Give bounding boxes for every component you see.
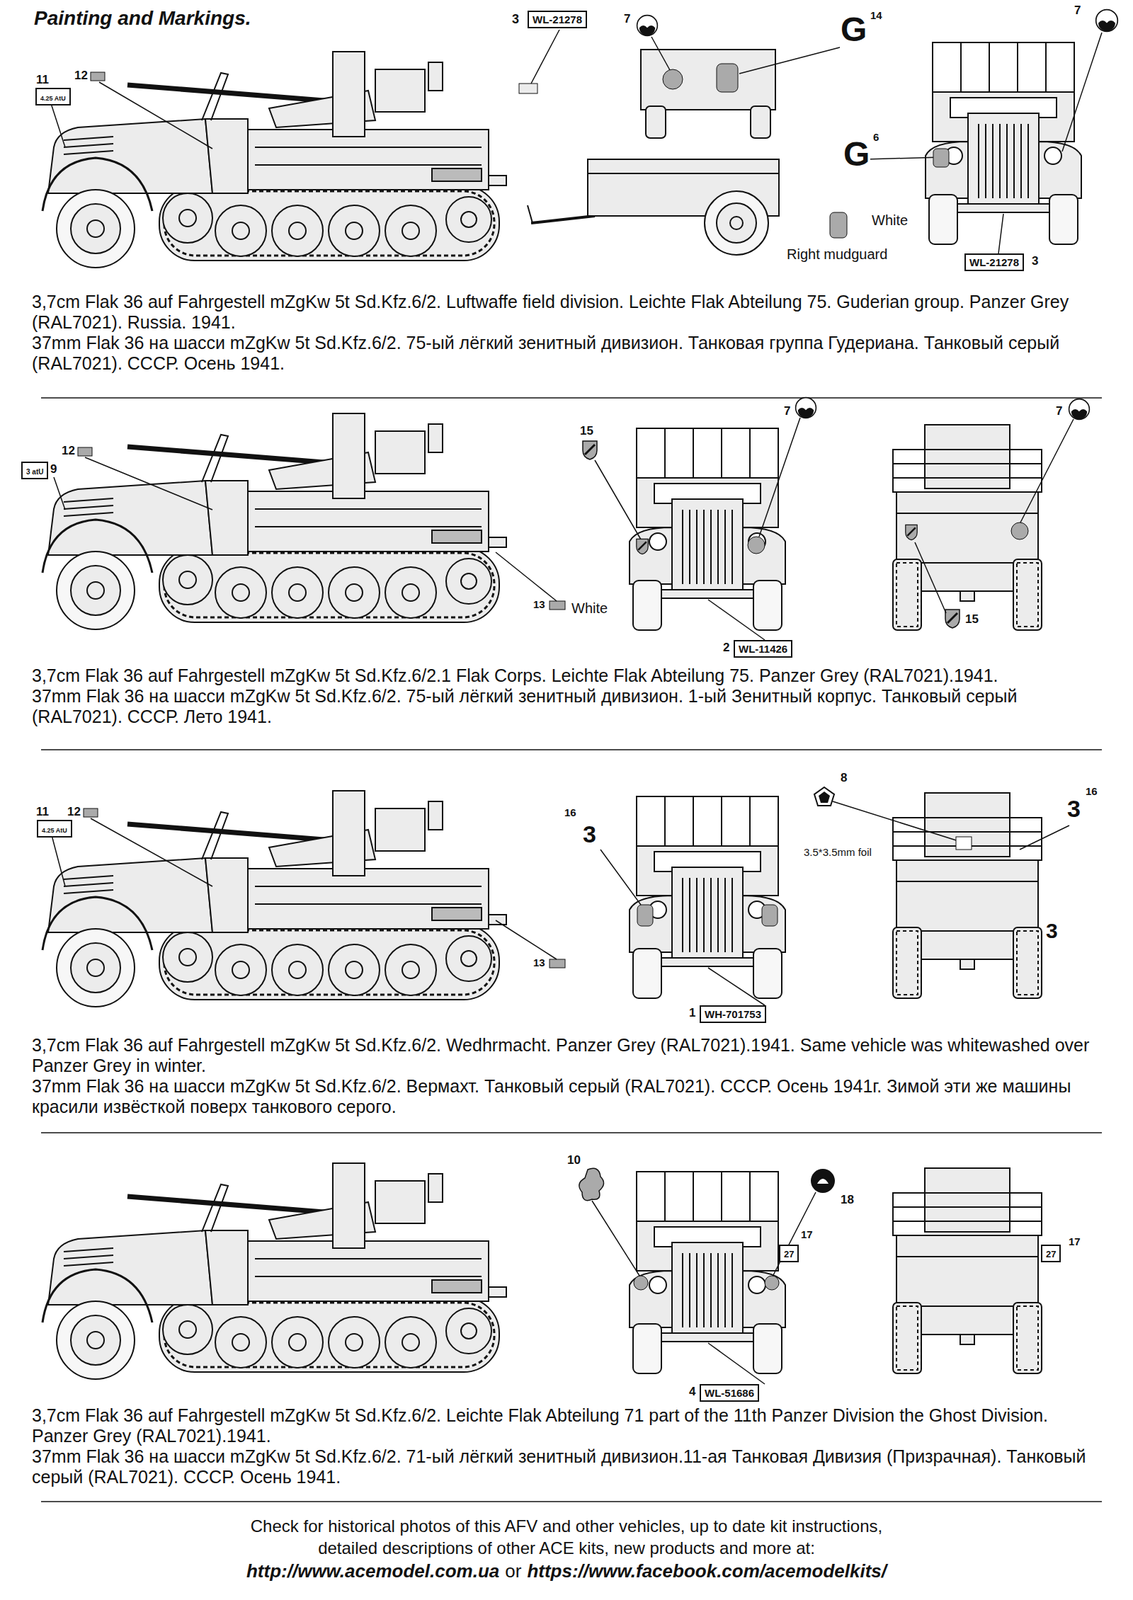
callout-number: 15: [579, 424, 595, 439]
dividers: [41, 397, 1102, 1502]
text-group: 3,7cm Flak 36 auf Fahrgestell mZgKw 5t S…: [31, 665, 1109, 728]
callout-number: 17: [800, 1229, 814, 1242]
callout-number: 3.5*3.5mm foil: [803, 846, 876, 859]
callout-number: 2: [722, 641, 731, 656]
plate-text: 27: [783, 1249, 794, 1260]
plate-text: 3 atU: [26, 468, 44, 476]
registration-plate: WL-21278: [527, 10, 588, 29]
plate-text: WL-51686: [704, 1387, 755, 1400]
plate-text: WL-11426: [738, 642, 788, 656]
callout-number: 12: [60, 444, 76, 459]
registration-plate: WL-51686: [699, 1384, 760, 1403]
caption-text: 37mm Flak 36 на шасси mZgKw 5t Sd.Kfz.6/…: [31, 686, 1109, 728]
callout-number: 17: [1067, 1236, 1082, 1249]
sheet-title: Painting and Markings.: [33, 7, 251, 30]
callout-number: 10: [566, 1154, 582, 1168]
text-group: 3,7cm Flak 36 auf Fahrgestell mZgKw 5t S…: [31, 1035, 1109, 1118]
caption-text: 37mm Flak 36 на шасси mZgKw 5t Sd.Kfz.6/…: [31, 1446, 1109, 1488]
callout-number: White: [570, 600, 609, 617]
plate-text: WH-701753: [704, 1008, 762, 1021]
caption-text: 3,7cm Flak 36 auf Fahrgestell mZgKw 5t S…: [31, 1405, 1109, 1447]
registration-plate: 27: [1040, 1244, 1061, 1263]
callout-number: 3: [1045, 919, 1059, 943]
registration-plate: WL-21278: [964, 253, 1024, 272]
callout-number: 3: [1031, 254, 1039, 269]
registration-plate: 4.25 AtU: [35, 87, 71, 106]
plate-text: 4.25 AtU: [40, 94, 66, 102]
plate-text: WL-21278: [532, 13, 583, 26]
callout-number: 1: [688, 1006, 697, 1021]
registration-plate: 27: [778, 1244, 799, 1263]
callout-number: 12: [66, 805, 82, 820]
plate-text: 27: [1045, 1249, 1056, 1260]
callout-number: 13: [532, 599, 546, 612]
callout-number: 12: [73, 69, 89, 83]
callout-number: 4: [688, 1385, 697, 1400]
callout-number: 18: [839, 1193, 855, 1208]
callout-number: 3: [582, 821, 597, 848]
callout-number: 3: [511, 12, 520, 27]
callout-number: 14: [869, 9, 884, 22]
caption-text: 3,7cm Flak 36 auf Fahrgestell mZgKw 5t S…: [31, 1035, 1109, 1077]
text-group: http://www.acemodel.com.uaorhttps://www.…: [0, 1560, 1133, 1583]
callout-number: 16: [1084, 786, 1099, 799]
caption-text: 37mm Flak 36 на шасси mZgKw 5t Sd.Kfz.6/…: [31, 332, 1109, 374]
text-group: 3,7cm Flak 36 auf Fahrgestell mZgKw 5t S…: [31, 1405, 1109, 1488]
callout-number: 9: [49, 463, 58, 477]
callout-number: 7: [1073, 4, 1082, 18]
callout-number: 13: [532, 957, 546, 970]
callout-number: G: [839, 11, 868, 49]
callout-number: 11: [35, 805, 50, 820]
caption-text: 3,7cm Flak 36 auf Fahrgestell mZgKw 5t S…: [31, 291, 1109, 333]
text-group: Check for historical photos of this AFV …: [0, 1515, 1133, 1560]
footer-link: https://www.facebook.com/acemodelkits/: [526, 1560, 887, 1583]
plate-text: 4.25 AtU: [41, 827, 68, 835]
registration-plate: 3 atU: [21, 461, 49, 480]
callout-number: 7: [783, 405, 791, 419]
caption-text: 37mm Flak 36 на шасси mZgKw 5t Sd.Kfz.6/…: [31, 1076, 1109, 1118]
callout-number: 7: [623, 12, 631, 27]
plate-text: WL-21278: [969, 256, 1019, 269]
footer-link: http://www.acemodel.com.ua: [246, 1560, 500, 1583]
footer-link: or: [504, 1560, 522, 1583]
registration-plate: 4.25 AtU: [36, 820, 73, 838]
caption-text: 3,7cm Flak 36 auf Fahrgestell mZgKw 5t S…: [31, 665, 1109, 687]
footer-text: Check for historical photos of this AFV …: [0, 1515, 1133, 1538]
callout-number: 3: [1066, 795, 1082, 823]
callout-number: G: [842, 135, 871, 174]
registration-plate: WH-701753: [699, 1005, 767, 1024]
registration-plate: WL-11426: [733, 640, 793, 658]
callout-number: Right mudguard: [786, 246, 888, 263]
footer-text: detailed descriptions of other ACE kits,…: [0, 1537, 1133, 1560]
callout-number: White: [870, 212, 909, 229]
callout-number: 7: [1055, 405, 1063, 419]
callout-number: 8: [839, 771, 848, 786]
callout-number: 16: [563, 807, 578, 820]
text-group: 3,7cm Flak 36 auf Fahrgestell mZgKw 5t S…: [31, 291, 1109, 374]
callout-number: 6: [872, 131, 880, 144]
callout-number: 15: [964, 613, 980, 627]
callout-number: 11: [35, 73, 50, 88]
